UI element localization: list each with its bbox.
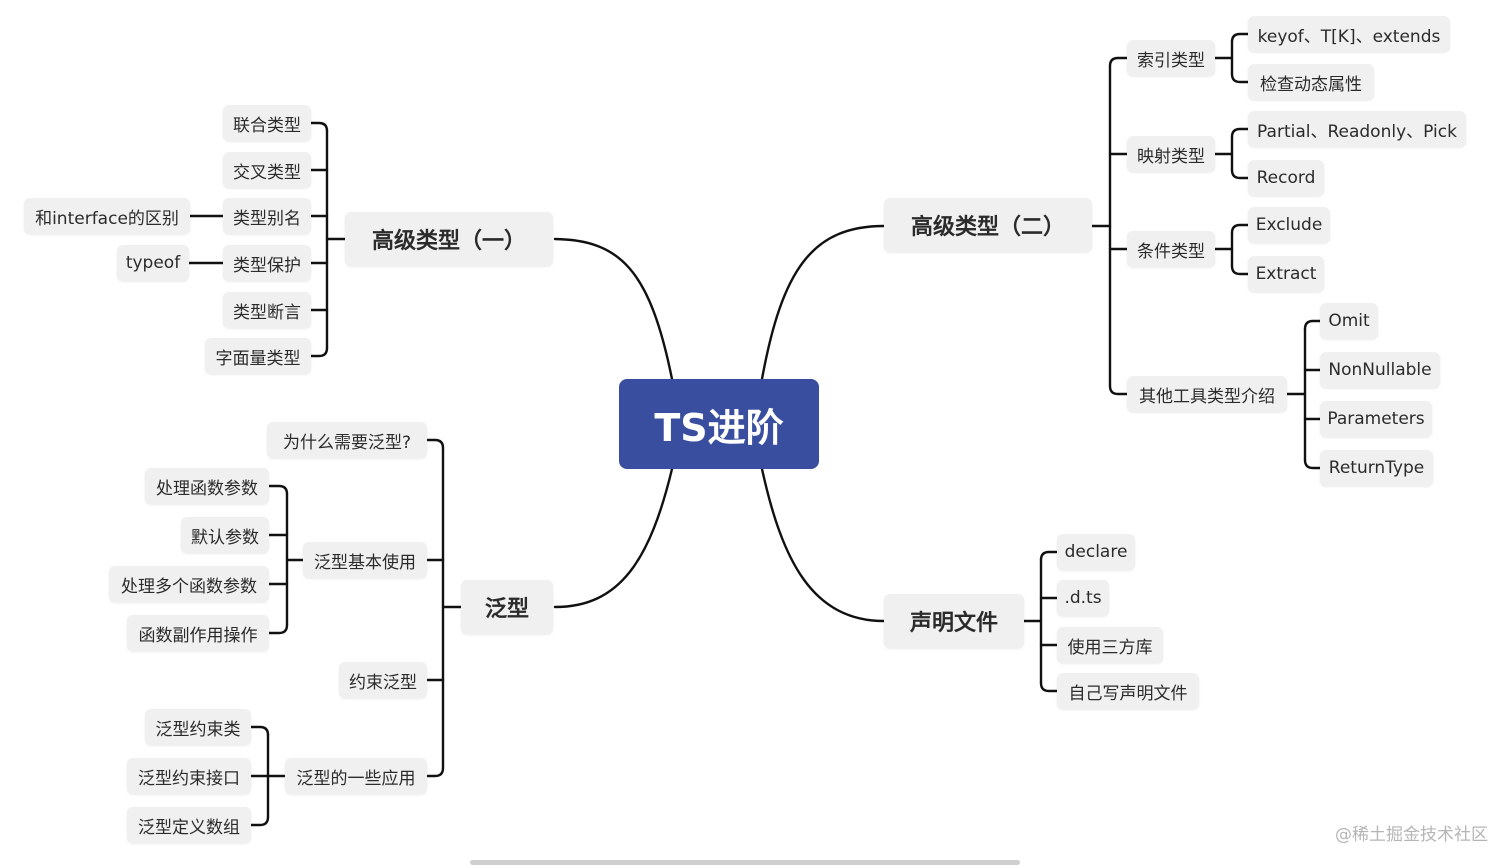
topic-union-types[interactable]: 联合类型 <box>223 105 311 141</box>
topic-literal-types[interactable]: 字面量类型 <box>205 338 311 374</box>
topic-intersection-types[interactable]: 交叉类型 <box>223 152 311 188</box>
topic-type-guards[interactable]: 类型保护 <box>223 245 311 281</box>
topic-generic-arrays[interactable]: 泛型定义数组 <box>127 807 251 843</box>
topic-side-effects[interactable]: 函数副作用操作 <box>127 615 269 651</box>
index-link-0 <box>1230 32 1250 44</box>
adv1-link-5 <box>309 346 329 358</box>
watermark: @稀土掘金技术社区 <box>1335 825 1488 845</box>
topic-write-declarations[interactable]: 自己写声明文件 <box>1057 673 1199 709</box>
decl-link-3 <box>1039 681 1059 693</box>
topic-multiple-params[interactable]: 处理多个函数参数 <box>109 566 269 602</box>
utilities-link-0 <box>1303 319 1322 331</box>
index-link-1 <box>1230 72 1250 84</box>
topic-constrain-class[interactable]: 泛型约束类 <box>145 709 251 745</box>
topic-why-generics[interactable]: 为什么需要泛型? <box>267 422 427 458</box>
utilities-link-3 <box>1303 458 1322 470</box>
branch-generics[interactable]: 泛型 <box>461 580 553 634</box>
topic-index-types[interactable]: 索引类型 <box>1127 40 1215 76</box>
root-to-decl <box>760 467 886 623</box>
topic-interface-difference[interactable]: 和interface的区别 <box>24 198 190 234</box>
topic-type-alias[interactable]: 类型别名 <box>223 198 311 234</box>
topic-keyof-tk-extends[interactable]: keyof、T[K]、extends <box>1248 16 1450 52</box>
topic-generic-constraints[interactable]: 约束泛型 <box>339 662 427 698</box>
topic-exclude[interactable]: Exclude <box>1248 207 1330 243</box>
topic-parameters[interactable]: Parameters <box>1320 401 1432 437</box>
topic-function-params[interactable]: 处理函数参数 <box>145 468 269 504</box>
branch-advanced-types-2[interactable]: 高级类型（二） <box>884 198 1092 252</box>
topic-dynamic-properties[interactable]: 检查动态属性 <box>1248 64 1374 100</box>
mapped-link-0 <box>1230 127 1250 139</box>
generics-link-3 <box>425 766 445 778</box>
apps-link-2 <box>249 815 270 827</box>
apps-link-0 <box>249 725 270 737</box>
generics-link-0 <box>425 438 445 450</box>
topic-third-party-libs[interactable]: 使用三方库 <box>1057 627 1163 663</box>
topic-partial-readonly-pick[interactable]: Partial、Readonly、Pick <box>1248 111 1466 147</box>
topic-generics-basic-usage[interactable]: 泛型基本使用 <box>303 542 427 578</box>
topic-mapped-types[interactable]: 映射类型 <box>1127 136 1215 172</box>
root-node[interactable]: TS进阶 <box>619 379 819 469</box>
topic-type-assertion[interactable]: 类型断言 <box>223 292 311 328</box>
conditional-link-0 <box>1230 223 1250 235</box>
topic-declare[interactable]: declare <box>1057 534 1135 570</box>
topic-record[interactable]: Record <box>1248 160 1324 196</box>
adv1-link-0 <box>309 121 329 133</box>
root-to-generics <box>553 467 674 609</box>
topic-typeof[interactable]: typeof <box>117 245 189 281</box>
topic-extract[interactable]: Extract <box>1248 256 1324 292</box>
topic-returntype[interactable]: ReturnType <box>1320 450 1433 486</box>
mapped-link-1 <box>1230 168 1250 180</box>
branch-advanced-types-1[interactable]: 高级类型（一） <box>345 212 553 266</box>
root-to-adv1 <box>553 237 674 381</box>
basic-link-0 <box>267 484 289 496</box>
basic-link-3 <box>267 623 289 635</box>
topic-utility-types[interactable]: 其他工具类型介绍 <box>1127 376 1287 412</box>
horizontal-scrollbar[interactable] <box>470 860 1020 865</box>
topic-default-params[interactable]: 默认参数 <box>181 517 269 553</box>
root-to-adv2 <box>760 224 886 381</box>
conditional-link-1 <box>1230 264 1250 276</box>
topic-d-ts[interactable]: .d.ts <box>1057 580 1109 616</box>
adv2-link-3 <box>1108 384 1129 396</box>
decl-link-0 <box>1039 550 1059 562</box>
topic-conditional-types[interactable]: 条件类型 <box>1127 231 1215 267</box>
branch-declaration-files[interactable]: 声明文件 <box>884 594 1024 648</box>
topic-omit[interactable]: Omit <box>1320 303 1378 339</box>
adv2-link-0 <box>1108 56 1129 68</box>
topic-generic-applications[interactable]: 泛型的一些应用 <box>285 758 427 794</box>
topic-nonnullable[interactable]: NonNullable <box>1320 352 1440 388</box>
topic-constrain-interface[interactable]: 泛型约束接口 <box>127 758 251 794</box>
